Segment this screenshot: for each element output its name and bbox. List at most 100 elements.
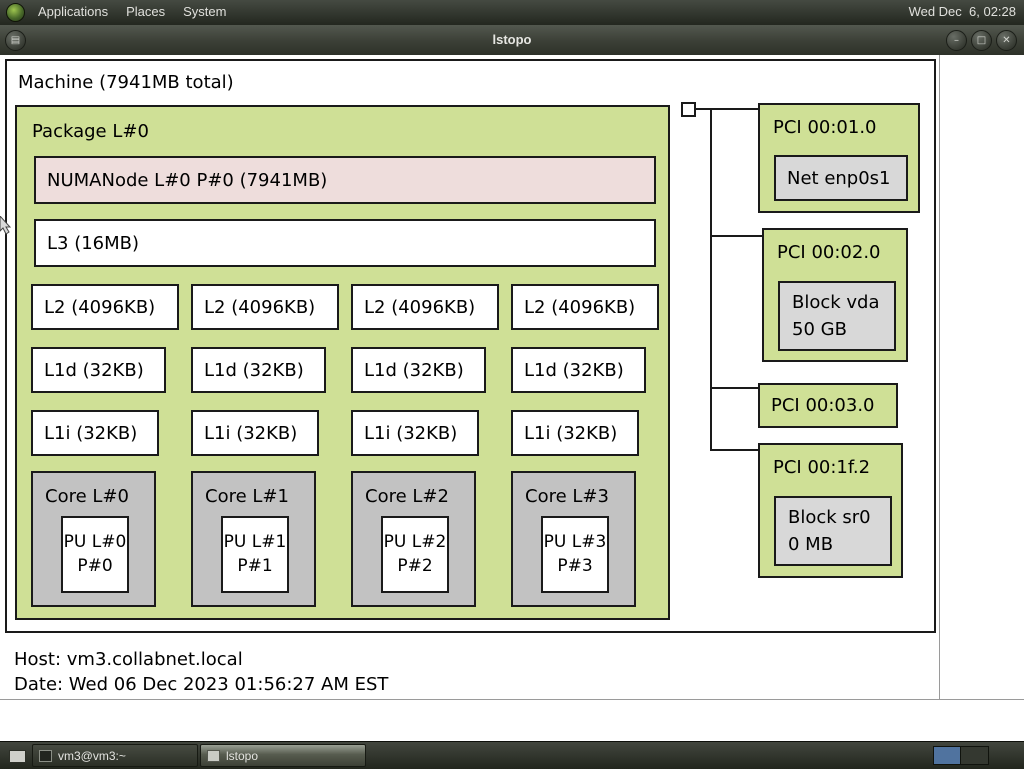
core-label: Core L#2 (365, 486, 449, 507)
package-box: Package L#0 NUMANode L#0 P#0 (7941MB) L3… (15, 105, 670, 620)
block-device-box: Block sr0 0 MB (774, 496, 892, 566)
block-device-label-line2: 50 GB (792, 319, 847, 340)
l1d-cache-box: L1d (32KB) (191, 347, 326, 393)
pci-label: PCI 00:1f.2 (773, 457, 871, 478)
pu-label-line1: PU L#3 (543, 531, 607, 552)
pci-label: PCI 00:01.0 (773, 117, 877, 138)
pci-label: PCI 00:03.0 (771, 395, 875, 416)
numanode-label: NUMANode L#0 P#0 (7941MB) (47, 169, 328, 191)
l1d-cache-box: L1d (32KB) (31, 347, 166, 393)
core-box: Core L#3 PU L#3 P#3 (511, 471, 636, 607)
l1i-cache-label: L1i (32KB) (44, 422, 138, 444)
task-label: lstopo (226, 748, 259, 763)
legend-host: Host: vm3.collabnet.local (14, 649, 243, 670)
pu-box: PU L#0 P#0 (61, 516, 129, 593)
taskbar: vm3@vm3:~ lstopo (0, 741, 1024, 769)
pci-box: PCI 00:03.0 (758, 383, 898, 428)
l3-cache-box: L3 (16MB) (34, 219, 656, 267)
pci-box: PCI 00:1f.2 Block sr0 0 MB (758, 443, 903, 578)
mouse-cursor (0, 216, 11, 235)
block-device-label-line2: 0 MB (788, 534, 834, 555)
host-bridge-box (681, 102, 696, 117)
machine-label: Machine (7941MB total) (18, 72, 234, 93)
pci-label: PCI 00:02.0 (777, 242, 881, 263)
l1d-cache-label: L1d (32KB) (44, 359, 144, 381)
l2-cache-box: L2 (4096KB) (31, 284, 179, 330)
block-device-label-line1: Block vda (792, 292, 880, 313)
pu-label-line1: PU L#2 (383, 531, 447, 552)
net-device-label: Net enp0s1 (787, 167, 891, 189)
l1i-cache-label: L1i (32KB) (204, 422, 298, 444)
task-button-lstopo[interactable]: lstopo (200, 744, 366, 767)
lstopo-icon (207, 749, 220, 762)
menu-places[interactable]: Places (126, 4, 166, 19)
close-icon: ✕ (1002, 34, 1011, 46)
l2-cache-box: L2 (4096KB) (351, 284, 499, 330)
pci-box: PCI 00:01.0 Net enp0s1 (758, 103, 920, 213)
clock-applet[interactable]: Wed Dec 6, 02:28 (908, 4, 1016, 19)
canvas-edge-vertical (939, 55, 940, 700)
connector-line (710, 108, 712, 451)
core-label: Core L#0 (45, 486, 129, 507)
menu-applications[interactable]: Applications (38, 4, 109, 19)
numanode-box: NUMANode L#0 P#0 (7941MB) (34, 156, 656, 204)
l1i-cache-box: L1i (32KB) (31, 410, 159, 456)
l2-cache-box: L2 (4096KB) (191, 284, 339, 330)
gnome-top-panel: Applications Places System Wed Dec 6, 02… (0, 0, 1024, 26)
connector-line (696, 108, 758, 110)
window-titlebar[interactable]: ▤ lstopo – □ ✕ (0, 25, 1024, 56)
l1d-cache-box: L1d (32KB) (351, 347, 486, 393)
connector-line (710, 387, 758, 389)
core-label: Core L#1 (205, 486, 289, 507)
window-menu-icon: ▤ (10, 34, 21, 46)
l2-cache-label: L2 (4096KB) (204, 296, 316, 318)
show-desktop-button[interactable] (3, 744, 31, 769)
l2-cache-label: L2 (4096KB) (364, 296, 476, 318)
pu-box: PU L#3 P#3 (541, 516, 609, 593)
core-label: Core L#3 (525, 486, 609, 507)
minimize-icon: – (954, 34, 959, 46)
lstopo-canvas: Machine (7941MB total) Package L#0 NUMAN… (0, 55, 1024, 741)
maximize-button[interactable]: □ (971, 30, 992, 51)
workspace-switcher (933, 746, 989, 765)
task-button-terminal[interactable]: vm3@vm3:~ (32, 744, 198, 767)
l1i-cache-label: L1i (32KB) (364, 422, 458, 444)
core-box: Core L#0 PU L#0 P#0 (31, 471, 156, 607)
pci-box: PCI 00:02.0 Block vda 50 GB (762, 228, 908, 362)
maximize-icon: □ (976, 34, 987, 46)
menu-system[interactable]: System (183, 4, 227, 19)
pu-box: PU L#2 P#2 (381, 516, 449, 593)
close-button[interactable]: ✕ (996, 30, 1017, 51)
l1d-cache-label: L1d (32KB) (364, 359, 464, 381)
pu-label-line2: P#3 (557, 555, 593, 576)
panel-menu-area: Applications Places System (0, 0, 235, 25)
pu-label-line2: P#2 (397, 555, 433, 576)
l2-cache-label: L2 (4096KB) (44, 296, 156, 318)
minimize-button[interactable]: – (946, 30, 967, 51)
pu-label-line2: P#0 (77, 555, 113, 576)
block-device-label-line1: Block sr0 (788, 507, 871, 528)
distro-logo-icon[interactable] (6, 3, 25, 22)
l1d-cache-box: L1d (32KB) (511, 347, 646, 393)
net-device-box: Net enp0s1 (774, 155, 908, 201)
desktop-icon (8, 750, 26, 763)
l1d-cache-label: L1d (32KB) (524, 359, 624, 381)
l3-cache-label: L3 (16MB) (47, 232, 140, 254)
l1i-cache-box: L1i (32KB) (351, 410, 479, 456)
connector-line (710, 449, 758, 451)
task-label: vm3@vm3:~ (58, 748, 126, 763)
pu-label-line1: PU L#1 (223, 531, 287, 552)
workspace-2[interactable] (961, 747, 988, 764)
window-menu-button[interactable]: ▤ (5, 30, 26, 51)
workspace-1[interactable] (934, 747, 961, 764)
block-device-box: Block vda 50 GB (778, 281, 896, 351)
l2-cache-box: L2 (4096KB) (511, 284, 659, 330)
pu-box: PU L#1 P#1 (221, 516, 289, 593)
legend-date: Date: Wed 06 Dec 2023 01:56:27 AM EST (14, 674, 389, 695)
window-title: lstopo (492, 32, 532, 47)
core-box: Core L#1 PU L#1 P#1 (191, 471, 316, 607)
core-box: Core L#2 PU L#2 P#2 (351, 471, 476, 607)
pu-label-line1: PU L#0 (63, 531, 127, 552)
pu-label-line2: P#1 (237, 555, 273, 576)
l1i-cache-label: L1i (32KB) (524, 422, 618, 444)
